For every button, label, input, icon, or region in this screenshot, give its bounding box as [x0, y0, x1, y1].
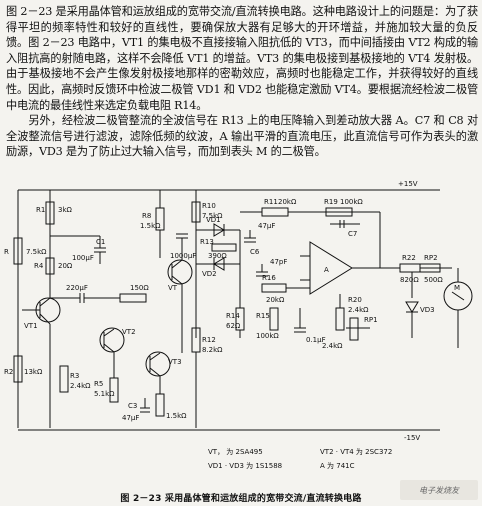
value-r1: 3kΩ	[58, 206, 73, 214]
value-r15: 100kΩ	[256, 332, 279, 340]
label-c6: C6	[250, 248, 260, 256]
value-c8: 0.1μF	[306, 336, 326, 344]
legend-opamp: A 为 741C	[320, 461, 355, 470]
value-r11: 20kΩ	[278, 198, 297, 206]
value-r2: 13kΩ	[24, 368, 43, 376]
label-c1: C1	[96, 238, 105, 246]
value-r: 7.5kΩ	[26, 248, 47, 256]
value-r14: 62Ω	[226, 322, 241, 330]
label-c7: C7	[348, 230, 357, 238]
supply-negative: -15V	[404, 434, 420, 442]
paragraph-1: 图 2－23 是采用晶体管和运放组成的宽带交流/直流转换电路。这种电路设计上的问…	[6, 5, 478, 112]
value-r5: 5.1kΩ	[94, 390, 115, 398]
label-r8: R8	[142, 212, 151, 220]
label-vd3: VD3	[420, 306, 435, 314]
circuit-diagram: +15V -15V R 7.5kΩ R1 3kΩ R4 20Ω C1 100μF…	[4, 180, 473, 470]
label-vt1: VT1	[24, 322, 38, 330]
value-r6: 1.5kΩ	[166, 412, 187, 420]
label-vd1: VD1	[206, 216, 221, 224]
value-r21: 2.4kΩ	[322, 342, 343, 350]
label-rp2: RP2	[424, 254, 438, 262]
label-vt3: VT3	[168, 358, 182, 366]
value-c5: 47μF	[258, 222, 275, 230]
label-r3: R3	[70, 372, 79, 380]
label-r14: R14	[226, 312, 240, 320]
value-r4: 20Ω	[58, 262, 73, 270]
value-r10: 7.5kΩ	[202, 212, 223, 220]
paragraph-2: 另外，经检波二极管整流的全波信号在 R13 上的电压降输入到差动放大器 A。C7…	[6, 114, 478, 159]
value-r16: 20kΩ	[266, 296, 285, 304]
label-vt2: VT2	[122, 328, 136, 336]
label-r12: R12	[202, 336, 216, 344]
value-r8: 1.5kΩ	[140, 222, 161, 230]
label-rp1: RP1	[364, 316, 378, 324]
value-r20: 2.4kΩ	[348, 306, 369, 314]
supply-positive: +15V	[398, 180, 418, 188]
watermark-logo: 电子发烧友	[400, 480, 478, 500]
label-r19: R19	[324, 198, 338, 206]
value-rp2: 500Ω	[424, 276, 443, 284]
value-r3: 2.4kΩ	[70, 382, 91, 390]
legend-vd: VD1 · VD3 为 1S1588	[208, 461, 282, 470]
value-r19: 100kΩ	[340, 198, 363, 206]
legend-vt: VT， 为 2SA495	[208, 447, 263, 456]
value-r9: 150Ω	[130, 284, 149, 292]
label-r5: R5	[94, 380, 103, 388]
label-r13: R13	[200, 238, 214, 246]
label-meter: M	[454, 284, 460, 292]
label-vt: VT	[168, 284, 178, 292]
label-r1: R1	[36, 206, 45, 214]
label-r15: R15	[256, 312, 270, 320]
value-r13: 390Ω	[208, 252, 227, 260]
label-r22: R22	[402, 254, 416, 262]
value-r22: 820Ω	[400, 276, 419, 284]
label-opamp: A	[324, 266, 329, 274]
label-r: R	[4, 248, 9, 256]
value-c1: 100μF	[72, 254, 94, 262]
label-r16: R16	[262, 274, 276, 282]
label-r10: R10	[202, 202, 216, 210]
value-c4: 1000μF	[170, 252, 196, 260]
body-text: 图 2－23 是采用晶体管和运放组成的宽带交流/直流转换电路。这种电路设计上的问…	[6, 4, 478, 160]
label-r2: R2	[4, 368, 13, 376]
label-r20: R20	[348, 296, 362, 304]
value-r12: 8.2kΩ	[202, 346, 223, 354]
value-c: 47pF	[270, 258, 287, 266]
value-c3: 47μF	[122, 414, 139, 422]
value-c2: 220μF	[66, 284, 88, 292]
legend-vt2-vt4: VT2 · VT4 为 2SC372	[320, 447, 392, 456]
label-c3: C3	[128, 402, 137, 410]
label-r11: R11	[264, 198, 278, 206]
figure-caption: 图 2－23 采用晶体管和运放组成的宽带交流/直流转换电路	[120, 494, 362, 504]
label-r4: R4	[34, 262, 44, 270]
label-vd2: VD2	[202, 270, 217, 278]
